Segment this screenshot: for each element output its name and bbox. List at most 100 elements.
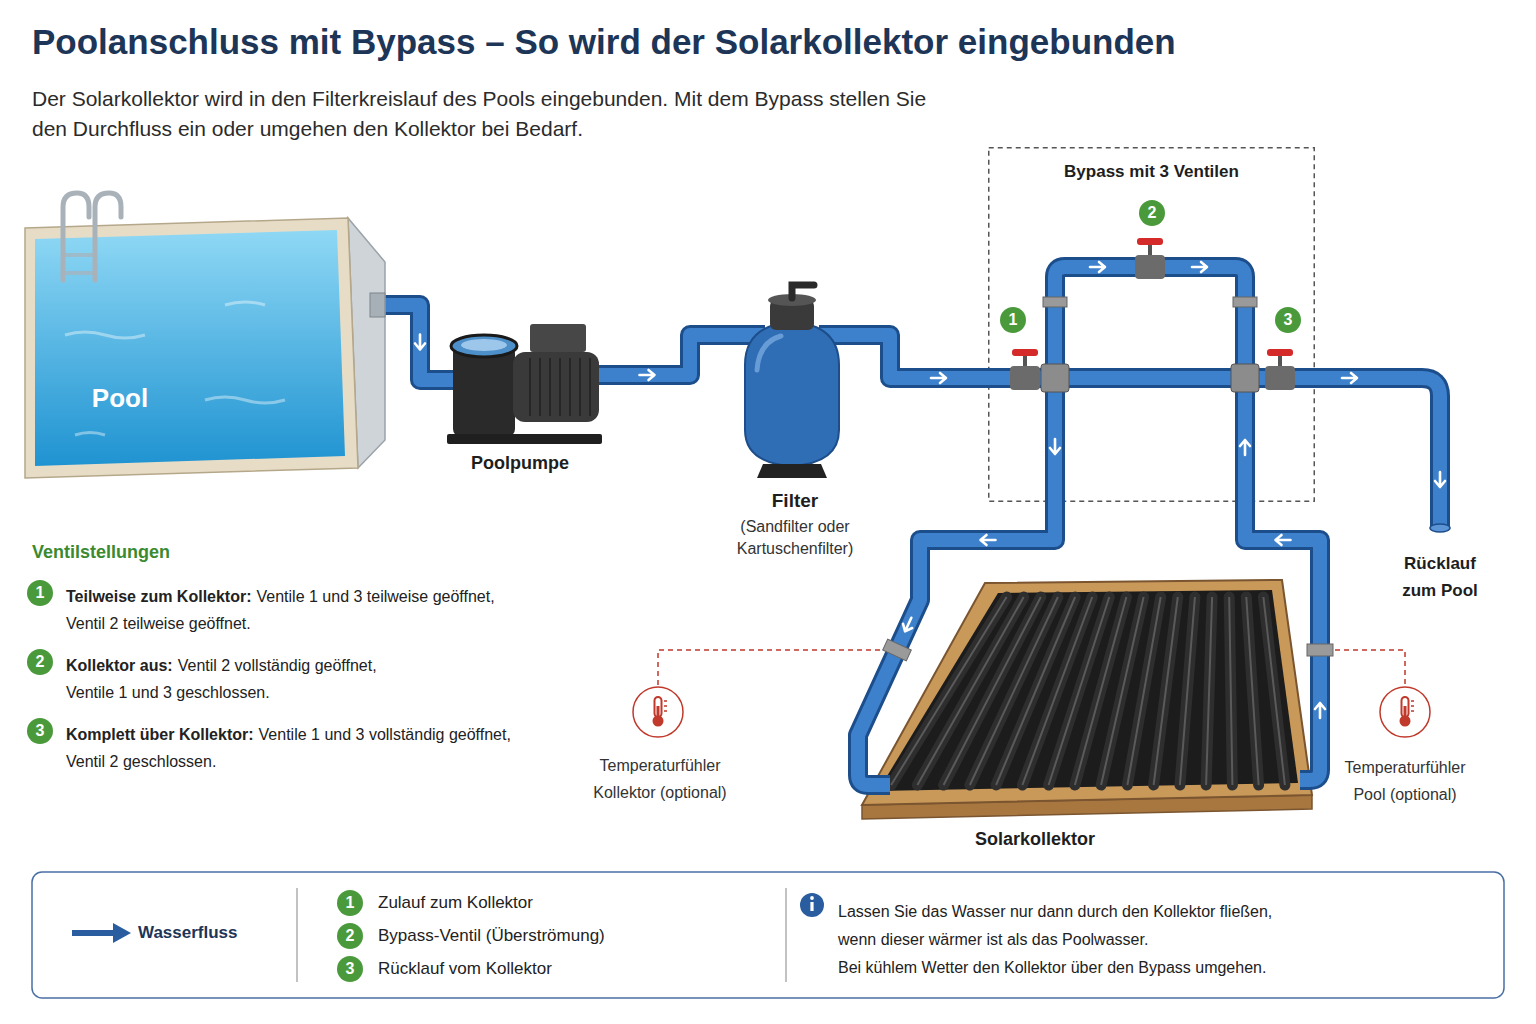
pipe-outline <box>605 335 715 375</box>
pump-illustration-part <box>513 352 599 422</box>
legend-arrow-sample <box>72 923 131 943</box>
setting-name: Kollektor aus: <box>66 657 173 674</box>
sensor-label-block: Temperaturfühler Pool (optional) <box>1330 754 1480 808</box>
callout-number: 1 <box>1000 307 1026 333</box>
pipe-outline <box>875 335 988 378</box>
legend-text: Zulauf zum Kollektor <box>378 892 533 914</box>
collector-illustration-part <box>1300 575 1320 780</box>
callout-number: 3 <box>1275 307 1301 333</box>
pipe-connector <box>875 335 988 383</box>
flow-arrowhead <box>415 335 425 350</box>
bypass-illustration-part <box>1267 349 1293 356</box>
thermometer-icon-part <box>664 701 667 711</box>
pump-illustration-part <box>461 339 507 351</box>
info-icon-part <box>800 893 824 917</box>
node-label: Solarkollektor <box>850 828 1220 850</box>
pipe-outline <box>920 502 1055 575</box>
solar-collector: Solarkollektor <box>850 575 1350 865</box>
pipe-outline <box>385 305 435 380</box>
pool-illustration-part <box>35 230 345 466</box>
callout-number: 3 <box>337 956 363 982</box>
callout-number: 2 <box>337 923 363 949</box>
info-icon <box>800 893 824 917</box>
callout-number-block: 2 <box>1139 200 1165 226</box>
collector-illustration-part <box>901 616 916 634</box>
collector-illustration-part <box>883 639 912 661</box>
node-text-block: Solarkollektor <box>850 828 1220 850</box>
filter-illustration-part <box>792 285 814 298</box>
filter-illustration-part <box>757 464 827 478</box>
pipe-connector <box>1245 502 1320 575</box>
section-heading: Ventilstellungen <box>32 540 170 564</box>
info-icon-part <box>810 902 813 911</box>
bypass-illustration-part <box>988 267 1315 502</box>
diagram-title: Poolanschluss mit Bypass – So wird der S… <box>32 20 1512 64</box>
bypass-illustration-part <box>1041 364 1069 392</box>
sand-filter: Filter(Sandfilter oder Kartuschenfilter) <box>715 280 875 570</box>
setting-line: Kollektor aus:Ventil 2 vollständig geöff… <box>66 652 406 706</box>
thermometer-icon-part <box>1411 701 1414 711</box>
thermometer-icon-part <box>1380 687 1430 737</box>
setting-name: Komplett über Kollektor: <box>66 726 254 743</box>
pool-illustration-part <box>63 255 95 273</box>
info-note: Lassen Sie das Wasser nur dann durch den… <box>838 898 1308 954</box>
return-pipe-part <box>1315 378 1440 528</box>
bypass-illustration-part <box>989 148 1315 502</box>
pool-basin: Pool <box>25 185 385 485</box>
section-heading-block: Ventilstellungen <box>32 540 170 564</box>
callout-number-block: 2 <box>337 923 363 949</box>
pump-illustration-part <box>447 434 602 444</box>
flow-arrowhead <box>640 370 655 380</box>
sensor-label: Temperaturfühler Pool (optional) <box>1330 754 1480 808</box>
info-note-block: Lassen Sie das Wasser nur dann durch den… <box>838 898 1308 954</box>
diagram-caption: Der Solarkollektor wird in den Filterkre… <box>32 84 962 144</box>
flow-arrowhead <box>981 535 996 545</box>
collector-illustration-part <box>1300 575 1320 780</box>
pump-illustration-part <box>530 324 586 352</box>
legend-arrow-sample-part <box>113 923 131 943</box>
info-note-block: Bei kühlem Wetter den Kollektor über den… <box>838 954 1308 982</box>
bypass-illustration-part <box>988 267 1315 502</box>
info-note: Bei kühlem Wetter den Kollektor über den… <box>838 954 1308 982</box>
bypass-illustration-part <box>1012 349 1038 356</box>
callout-number: 2 <box>1139 200 1165 226</box>
legend-entry: Zulauf zum Kollektor <box>378 892 533 914</box>
return-label-block: Rücklauf zum Pool <box>1390 550 1490 604</box>
collector-illustration-part <box>891 597 1285 785</box>
thermometer-icon <box>1380 687 1430 737</box>
pipe-fill <box>385 305 435 380</box>
thermometer-icon-part <box>1400 716 1411 727</box>
legend-text: Wasserfluss <box>138 922 238 944</box>
legend-text: Bypass-Ventil (Überströmung) <box>378 925 605 947</box>
pump-illustration-part <box>453 345 515 437</box>
legend-frame <box>32 872 1504 998</box>
legend-frame-part <box>32 872 1504 998</box>
pool-illustration-part <box>63 193 121 280</box>
sensor-leader-lines-part <box>1335 650 1405 685</box>
legend-entry: Bypass-Ventil (Überströmung) <box>378 925 605 947</box>
callout-number: 1 <box>27 580 53 606</box>
legend-frame-part <box>297 888 786 982</box>
collector-illustration-part <box>858 575 920 785</box>
bypass-illustration-part <box>1050 439 1060 454</box>
collector-illustration <box>850 575 1350 865</box>
bypass-illustration-part <box>1137 238 1163 245</box>
flow-arrowhead <box>1276 535 1291 545</box>
collector-illustration-part <box>878 590 1298 791</box>
thermometer-icon-part <box>653 716 664 727</box>
collector-illustration-part <box>1307 644 1333 656</box>
pool-illustration <box>25 185 385 485</box>
callout-number: 3 <box>27 718 53 744</box>
bypass-illustration-part <box>1043 297 1067 307</box>
pipe-connector <box>385 305 435 380</box>
callout-number-block: 1 <box>1000 307 1026 333</box>
node-label: Poolpumpe <box>435 452 605 474</box>
pipe-connector <box>920 502 1055 575</box>
callout-number-block: 1 <box>27 580 53 606</box>
callout-number-block: 1 <box>337 890 363 916</box>
thermometer-icon-part <box>655 697 662 717</box>
caption-block: Der Solarkollektor wird in den Filterkre… <box>32 84 962 144</box>
sensor-label: Temperaturfühler Kollektor (optional) <box>570 752 750 806</box>
